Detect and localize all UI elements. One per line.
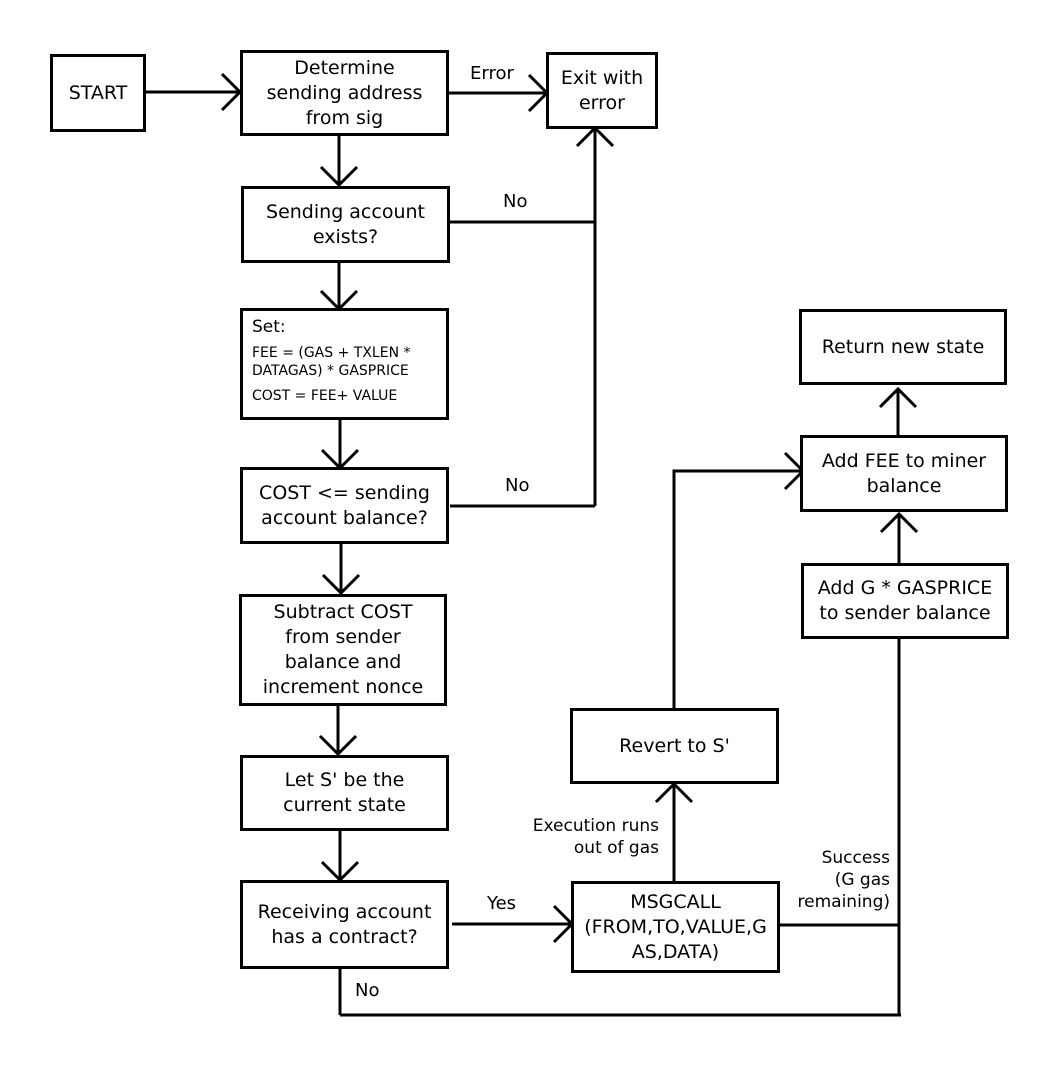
node-text-line: increment nonce: [262, 676, 424, 698]
start-node: START: [50, 54, 146, 132]
node-text-line: has a contract?: [271, 925, 418, 948]
no-exists-edge-label: No: [503, 191, 528, 212]
sending-account-exists-node: Sending account exists?: [241, 186, 450, 263]
yes-edge-label: Yes: [487, 893, 517, 914]
node-text-line: to sender balance: [819, 602, 991, 624]
node-text-line: Return new state: [821, 335, 985, 358]
node-text-line: from sender: [285, 626, 401, 648]
node-text-line: AS,DATA): [631, 940, 720, 963]
arrowhead: [318, 734, 358, 757]
node-text-line: exists?: [312, 225, 379, 248]
cost-formula-line: COST = FEE+ VALUE: [252, 388, 398, 404]
out-of-gas-edge-label: Execution runs out of gas: [500, 815, 659, 859]
return-new-state-node: Return new state: [799, 309, 1007, 385]
add-fee-miner-node: Add FEE to miner balance: [800, 435, 1008, 512]
start-node-label: START: [68, 81, 128, 104]
arrowhead: [321, 573, 361, 596]
label-line: Execution runs: [532, 816, 659, 836]
node-text-line: Sending account: [266, 200, 425, 223]
node-text-line: error: [578, 91, 625, 114]
node-text-line: sending address: [266, 81, 423, 104]
cost-check-node: COST <= sending account balance?: [240, 467, 449, 544]
set-fee-cost-node: Set: FEE = (GAS + TXLEN * DATAGAS) * GAS…: [240, 308, 449, 420]
let-s-prime-node: Let S' be the current state: [240, 755, 449, 831]
node-text-line: balance: [866, 474, 942, 497]
arrowhead: [879, 511, 919, 534]
node-text-line: current state: [283, 794, 406, 816]
edge-revert-addfee: [672, 469, 803, 708]
fee-formula-line: DATAGAS) * GASPRICE: [252, 363, 409, 379]
node-text-line: Let S' be the: [284, 769, 405, 791]
node-text-line: Receiving account: [257, 900, 432, 923]
set-heading: Set:: [252, 317, 286, 337]
exit-error-node: Exit with error: [546, 52, 658, 129]
no-contract-edge-label: No: [355, 980, 380, 1001]
error-edge-label: Error: [470, 63, 514, 84]
node-text-line: account balance?: [261, 506, 428, 529]
node-text-line: from sig: [305, 106, 384, 129]
node-text-line: MSGCALL: [630, 890, 721, 913]
node-text-line: Revert to S': [619, 734, 730, 757]
node-text-line: (FROM,TO,VALUE,G: [584, 915, 767, 938]
msgcall-node: MSGCALL (FROM,TO,VALUE,G AS,DATA): [571, 881, 780, 973]
no-cost-edge-label: No: [505, 475, 530, 496]
node-text-line: Add G * GASPRICE: [817, 577, 993, 599]
label-line: out of gas: [573, 838, 659, 858]
node-text-line: COST <= sending: [259, 481, 430, 504]
receiving-contract-node: Receiving account has a contract?: [240, 880, 449, 969]
arrowhead: [319, 165, 359, 188]
node-text-line: balance and: [284, 651, 402, 673]
label-line: remaining): [797, 892, 890, 912]
node-text-line: Add FEE to miner: [821, 449, 987, 472]
add-g-gasprice-node: Add G * GASPRICE to sender balance: [801, 563, 1009, 639]
success-edge-label: Success (G gas remaining): [770, 847, 890, 913]
fee-formula-line: FEE = (GAS + TXLEN *: [252, 345, 411, 361]
label-line: (G gas: [834, 870, 890, 890]
label-line: Success: [821, 848, 890, 868]
node-text-line: Subtract COST: [273, 601, 413, 623]
subtract-cost-node: Subtract COST from sender balance and in…: [239, 594, 447, 706]
node-text-line: Exit with: [560, 66, 644, 89]
arrowhead: [654, 781, 694, 804]
revert-node: Revert to S': [570, 708, 779, 784]
determine-address-node: Determine sending address from sig: [240, 50, 449, 136]
node-text-line: Determine: [294, 56, 395, 79]
arrowhead: [878, 386, 918, 409]
